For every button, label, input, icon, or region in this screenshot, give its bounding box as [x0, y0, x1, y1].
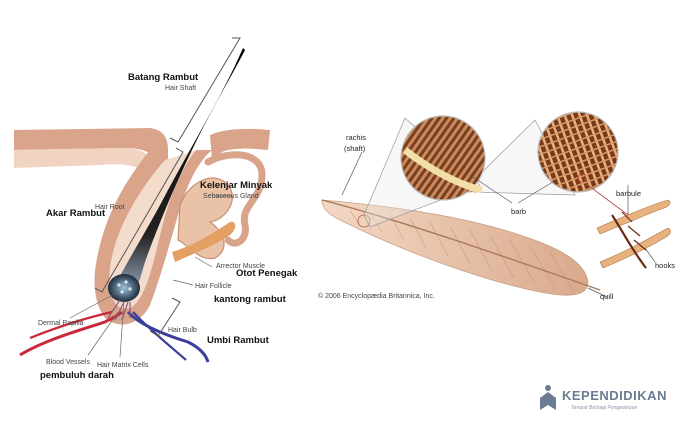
label-quill: quill — [600, 292, 614, 301]
label-kelenjar-minyak: Kelenjar Minyak — [200, 180, 273, 191]
feather-leader-lines — [341, 151, 656, 298]
feather-vane — [321, 199, 589, 296]
barbule-detail — [596, 199, 671, 269]
label-kantong-rambut: kantong rambut — [214, 294, 287, 305]
capillaries — [107, 299, 131, 321]
dermal-papilla-dots — [117, 280, 132, 294]
magnified-barbs — [400, 115, 486, 201]
bracket-hair-shaft — [169, 37, 241, 143]
magnified-barbules — [537, 111, 619, 193]
label-akar-rambut: Akar Rambut — [46, 208, 106, 219]
label-shaft: (shaft) — [344, 144, 366, 153]
label-arrector-muscle: Arrector Muscle — [216, 263, 265, 270]
skin-dermis-left — [14, 148, 152, 175]
label-sebaceous-gland: Sebaceous Gland — [203, 193, 259, 200]
label-hair-root: Hair Root — [95, 204, 125, 211]
hair-shaft — [115, 48, 245, 298]
copyright-notice: © 2006 Encyclopædia Britannica, Inc. — [318, 292, 435, 300]
hair-leader-lines — [69, 195, 232, 358]
label-hair-shaft: Hair Shaft — [165, 85, 196, 92]
blood-vessel-vein-2 — [132, 311, 187, 361]
feather-diagram: rachis (shaft) barb barbule hooks quill … — [318, 111, 675, 301]
hair-diagram: Batang Rambut Hair Shaft Kelenjar Minyak… — [14, 37, 298, 381]
zoom-marker-3 — [577, 173, 587, 183]
bracket-hair-root — [94, 147, 184, 293]
label-batang-rambut: Batang Rambut — [128, 72, 199, 83]
blood-vessel-artery-2 — [29, 310, 113, 340]
label-rachis: rachis — [346, 133, 366, 142]
brand-name: KEPENDIDIKAN — [562, 388, 667, 403]
label-umbi-rambut: Umbi Rambut — [207, 335, 270, 346]
sebaceous-gland-tail — [204, 151, 266, 247]
skin-epidermis-right — [210, 128, 270, 160]
label-blood-vessels: Blood Vessels — [46, 359, 90, 366]
feather-rachis — [321, 199, 601, 291]
book-logo-icon — [540, 385, 556, 410]
watermark: KEPENDIDIKAN Tempat Berbagi Pengetahuan — [540, 385, 667, 411]
label-otot-penegak: Otot Penegak — [236, 268, 298, 279]
bracket-hair-bulb — [149, 297, 181, 337]
hair-bulb — [108, 274, 140, 302]
arrector-muscle — [172, 221, 236, 262]
blood-vessel-vein — [126, 310, 210, 363]
label-pembuluh-darah: pembuluh darah — [40, 370, 114, 381]
magnified-rachis — [402, 147, 483, 194]
skin-epidermis — [14, 128, 168, 170]
label-dermal-papilla: Dermal Papilla — [38, 320, 84, 327]
label-hair-follicle: Hair Follicle — [195, 283, 232, 290]
label-barbule: barbule — [616, 189, 641, 198]
label-barb: barb — [511, 207, 526, 216]
label-hooks: hooks — [655, 261, 675, 270]
follicle-sheath — [94, 150, 212, 325]
brand-tagline: Tempat Berbagi Pengetahuan — [571, 405, 637, 411]
label-hair-bulb: Hair Bulb — [168, 327, 197, 334]
label-hair-matrix-cells: Hair Matrix Cells — [97, 362, 149, 369]
zoom-arrow — [584, 182, 629, 216]
